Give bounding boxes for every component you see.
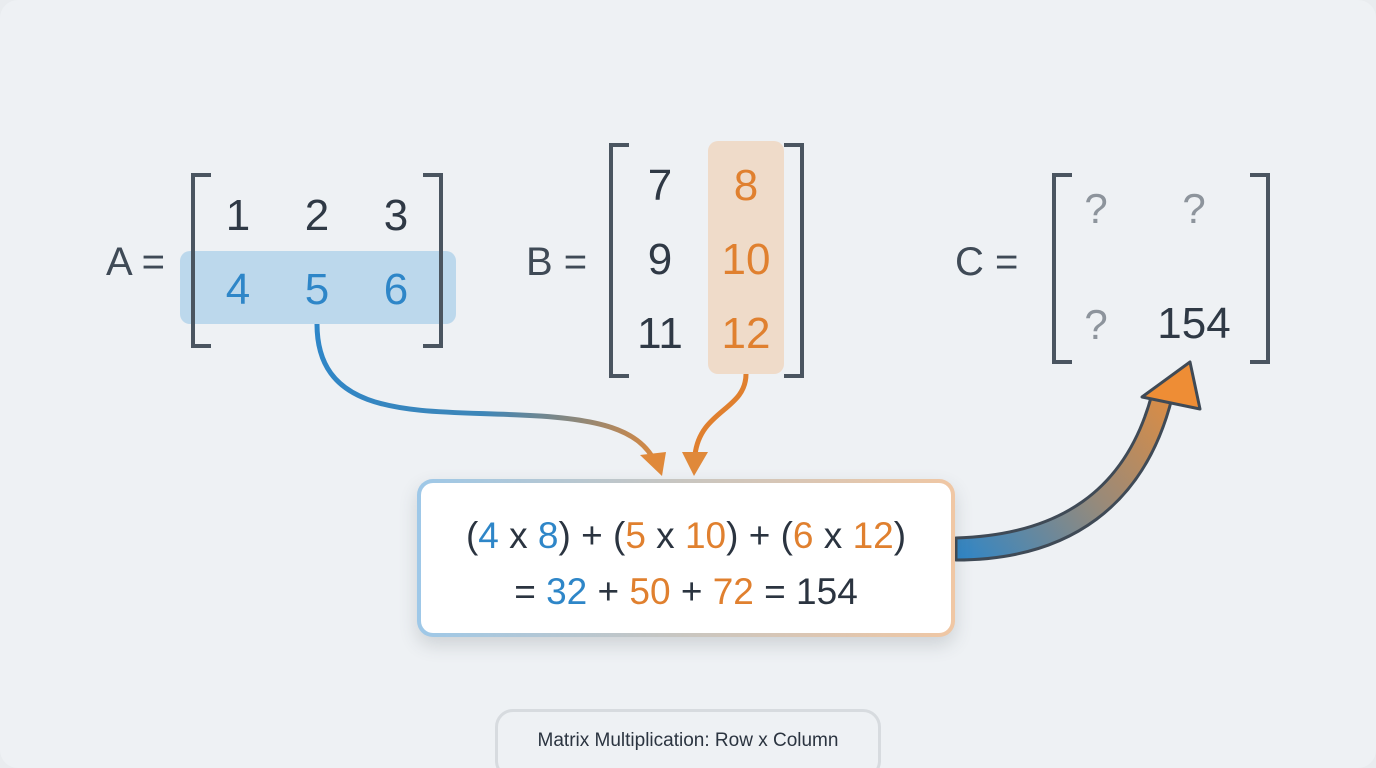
row-to-calc-arrow: [314, 323, 658, 464]
calculation-term: +: [670, 571, 713, 612]
matrix-c-right-bracket: [1250, 173, 1270, 364]
matrix-a-cell: 3: [383, 191, 409, 240]
calculation-term: +: [587, 571, 630, 612]
calculation-box: (4 x 8) + (5 x 10) + (6 x 12) = 32 + 50 …: [417, 479, 955, 637]
matrix-b-cell-highlighted: 12: [721, 309, 771, 358]
matrix-b-cell: 7: [647, 161, 673, 210]
calculation-term: ): [893, 515, 907, 556]
matrix-b-right-bracket: [784, 143, 804, 378]
calculation-term: x: [813, 515, 853, 556]
arrowhead-icon: [682, 452, 708, 476]
matrix-c-cell-result: 154: [1157, 299, 1231, 348]
matrix-c-label: C =: [955, 240, 1019, 284]
matrix-a-label: A =: [106, 240, 165, 284]
matrix-a-cell: 2: [304, 191, 330, 240]
matrix-b-label: B =: [526, 240, 588, 284]
calculation-term: 10: [684, 515, 727, 556]
matrix-c-left-bracket: [1052, 173, 1072, 364]
calculation-term: x: [498, 515, 538, 556]
matrix-c-cell-unknown: ?: [1084, 185, 1108, 232]
matrix-a-left-bracket: [191, 173, 211, 348]
caption-box: Matrix Multiplication: Row x Column: [495, 709, 881, 768]
matrix-b-cell-highlighted: 8: [733, 161, 759, 210]
arrowhead-icon: [1140, 360, 1202, 411]
matrix-b-cell: 11: [637, 309, 683, 358]
calculation-term: 6: [792, 515, 814, 556]
calculation-term: 72: [712, 571, 754, 612]
calculation-term: x: [645, 515, 685, 556]
matrix-b-left-bracket: [609, 143, 629, 378]
calculation-term: ) + (: [558, 515, 626, 556]
arrowhead-icon: [640, 452, 666, 476]
matrix-a-cell-highlighted: 6: [383, 265, 409, 314]
calculation-term: 12: [852, 515, 894, 556]
column-to-calc-arrow: [692, 373, 749, 456]
calculation-line-1: (4 x 8) + (5 x 10) + (6 x 12): [421, 515, 951, 557]
matrix-c-cell-unknown: ?: [1182, 185, 1206, 232]
matrix-b-cell: 9: [647, 235, 673, 284]
calculation-term: 50: [629, 571, 671, 612]
matrix-a-cell-highlighted: 4: [225, 265, 251, 314]
calculation-term: 32: [546, 571, 588, 612]
matrix-b-column-highlight: [708, 141, 784, 374]
calc-to-result-arrow: [956, 365, 1201, 544]
calculation-term: ) + (: [726, 515, 793, 556]
calculation-term: 8: [537, 515, 559, 556]
matrix-a-right-bracket: [423, 173, 443, 348]
calculation-term: = 154: [753, 571, 858, 612]
matrix-c-cell-unknown: ?: [1084, 301, 1108, 348]
calculation-term: (: [465, 515, 479, 556]
calculation-term: =: [514, 571, 547, 612]
caption-text: Matrix Multiplication: Row x Column: [537, 730, 839, 751]
matrix-a-cell-highlighted: 5: [304, 265, 330, 314]
matrix-a-cell: 1: [225, 191, 251, 240]
calculation-term: 4: [478, 515, 499, 556]
calculation-term: 5: [625, 515, 646, 556]
matrix-b-cell-highlighted: 10: [721, 235, 771, 284]
matrix-a-row-highlight: [180, 251, 456, 324]
calculation-line-2: = 32 + 50 + 72 = 154: [421, 571, 951, 613]
